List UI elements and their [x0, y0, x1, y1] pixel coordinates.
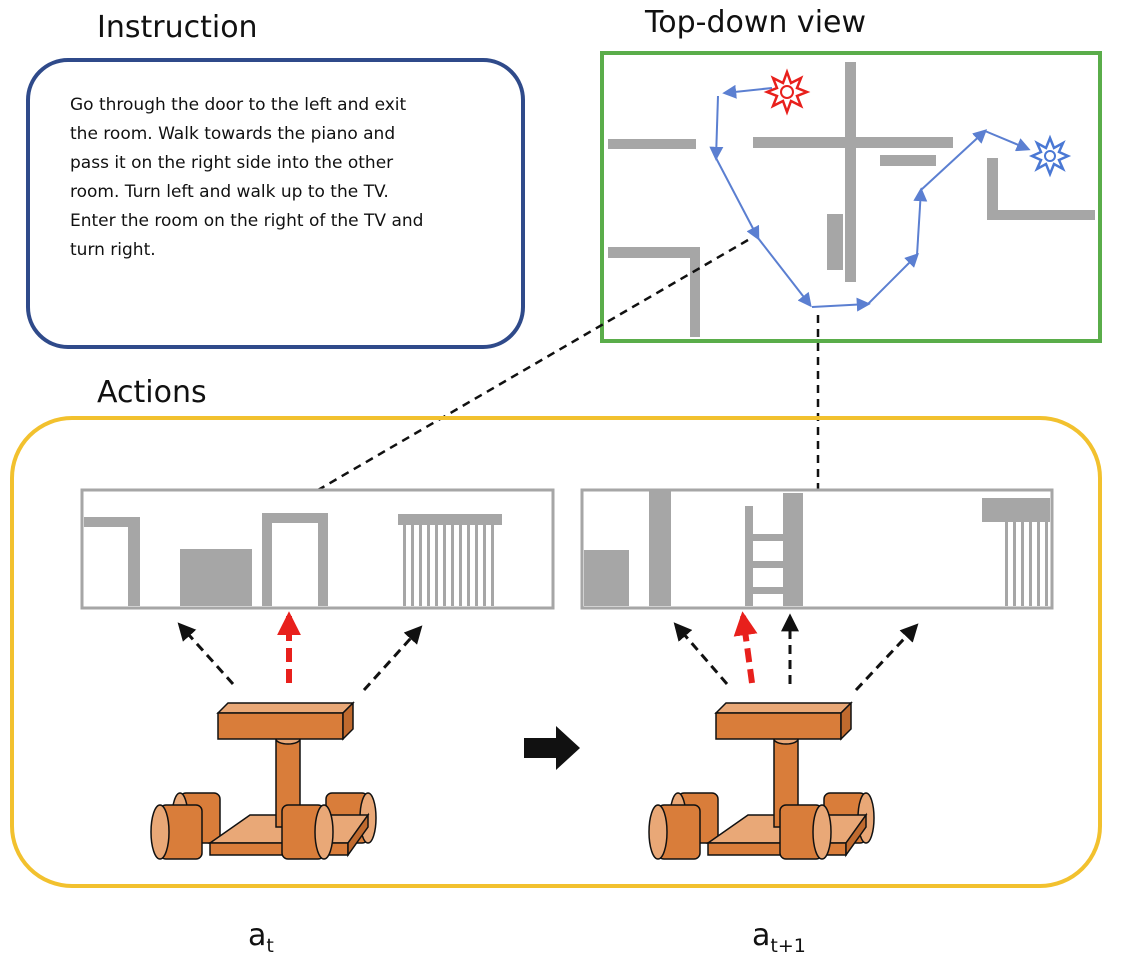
candidate-actions-t1 [673, 611, 919, 692]
right-arrow-icon [524, 726, 580, 770]
map-walls [608, 62, 1095, 337]
instruction-title: Instruction [97, 10, 258, 45]
chosen-action-arrow [733, 611, 758, 684]
map-path [709, 84, 1031, 312]
actions-box [10, 416, 1102, 888]
panorama-view-t1 [580, 488, 1054, 610]
blue-star-icon [1028, 134, 1072, 178]
panorama-view-t [80, 488, 555, 610]
instruction-line: room. Turn left and walk up to the TV. [70, 182, 389, 202]
instruction-text: Go through the door to the left and exit… [70, 95, 423, 260]
top-down-title: Top-down view [644, 5, 866, 40]
instruction-box [26, 58, 525, 349]
robot-icon [648, 702, 875, 860]
robot-icon [150, 702, 377, 860]
actions-title: Actions [97, 375, 207, 410]
red-star-icon [763, 68, 811, 116]
instruction-line: Go through the door to the left and exit [70, 95, 407, 115]
candidate-actions-t [177, 611, 423, 692]
instruction-line: Enter the room on the right of the TV an… [70, 211, 423, 231]
action-label-t1: at+1 [752, 918, 806, 955]
instruction-line: the room. Walk towards the piano and [70, 124, 395, 144]
instruction-line: turn right. [70, 240, 156, 260]
action-label-t: at [248, 918, 274, 955]
instruction-line: pass it on the right side into the other [70, 153, 393, 173]
